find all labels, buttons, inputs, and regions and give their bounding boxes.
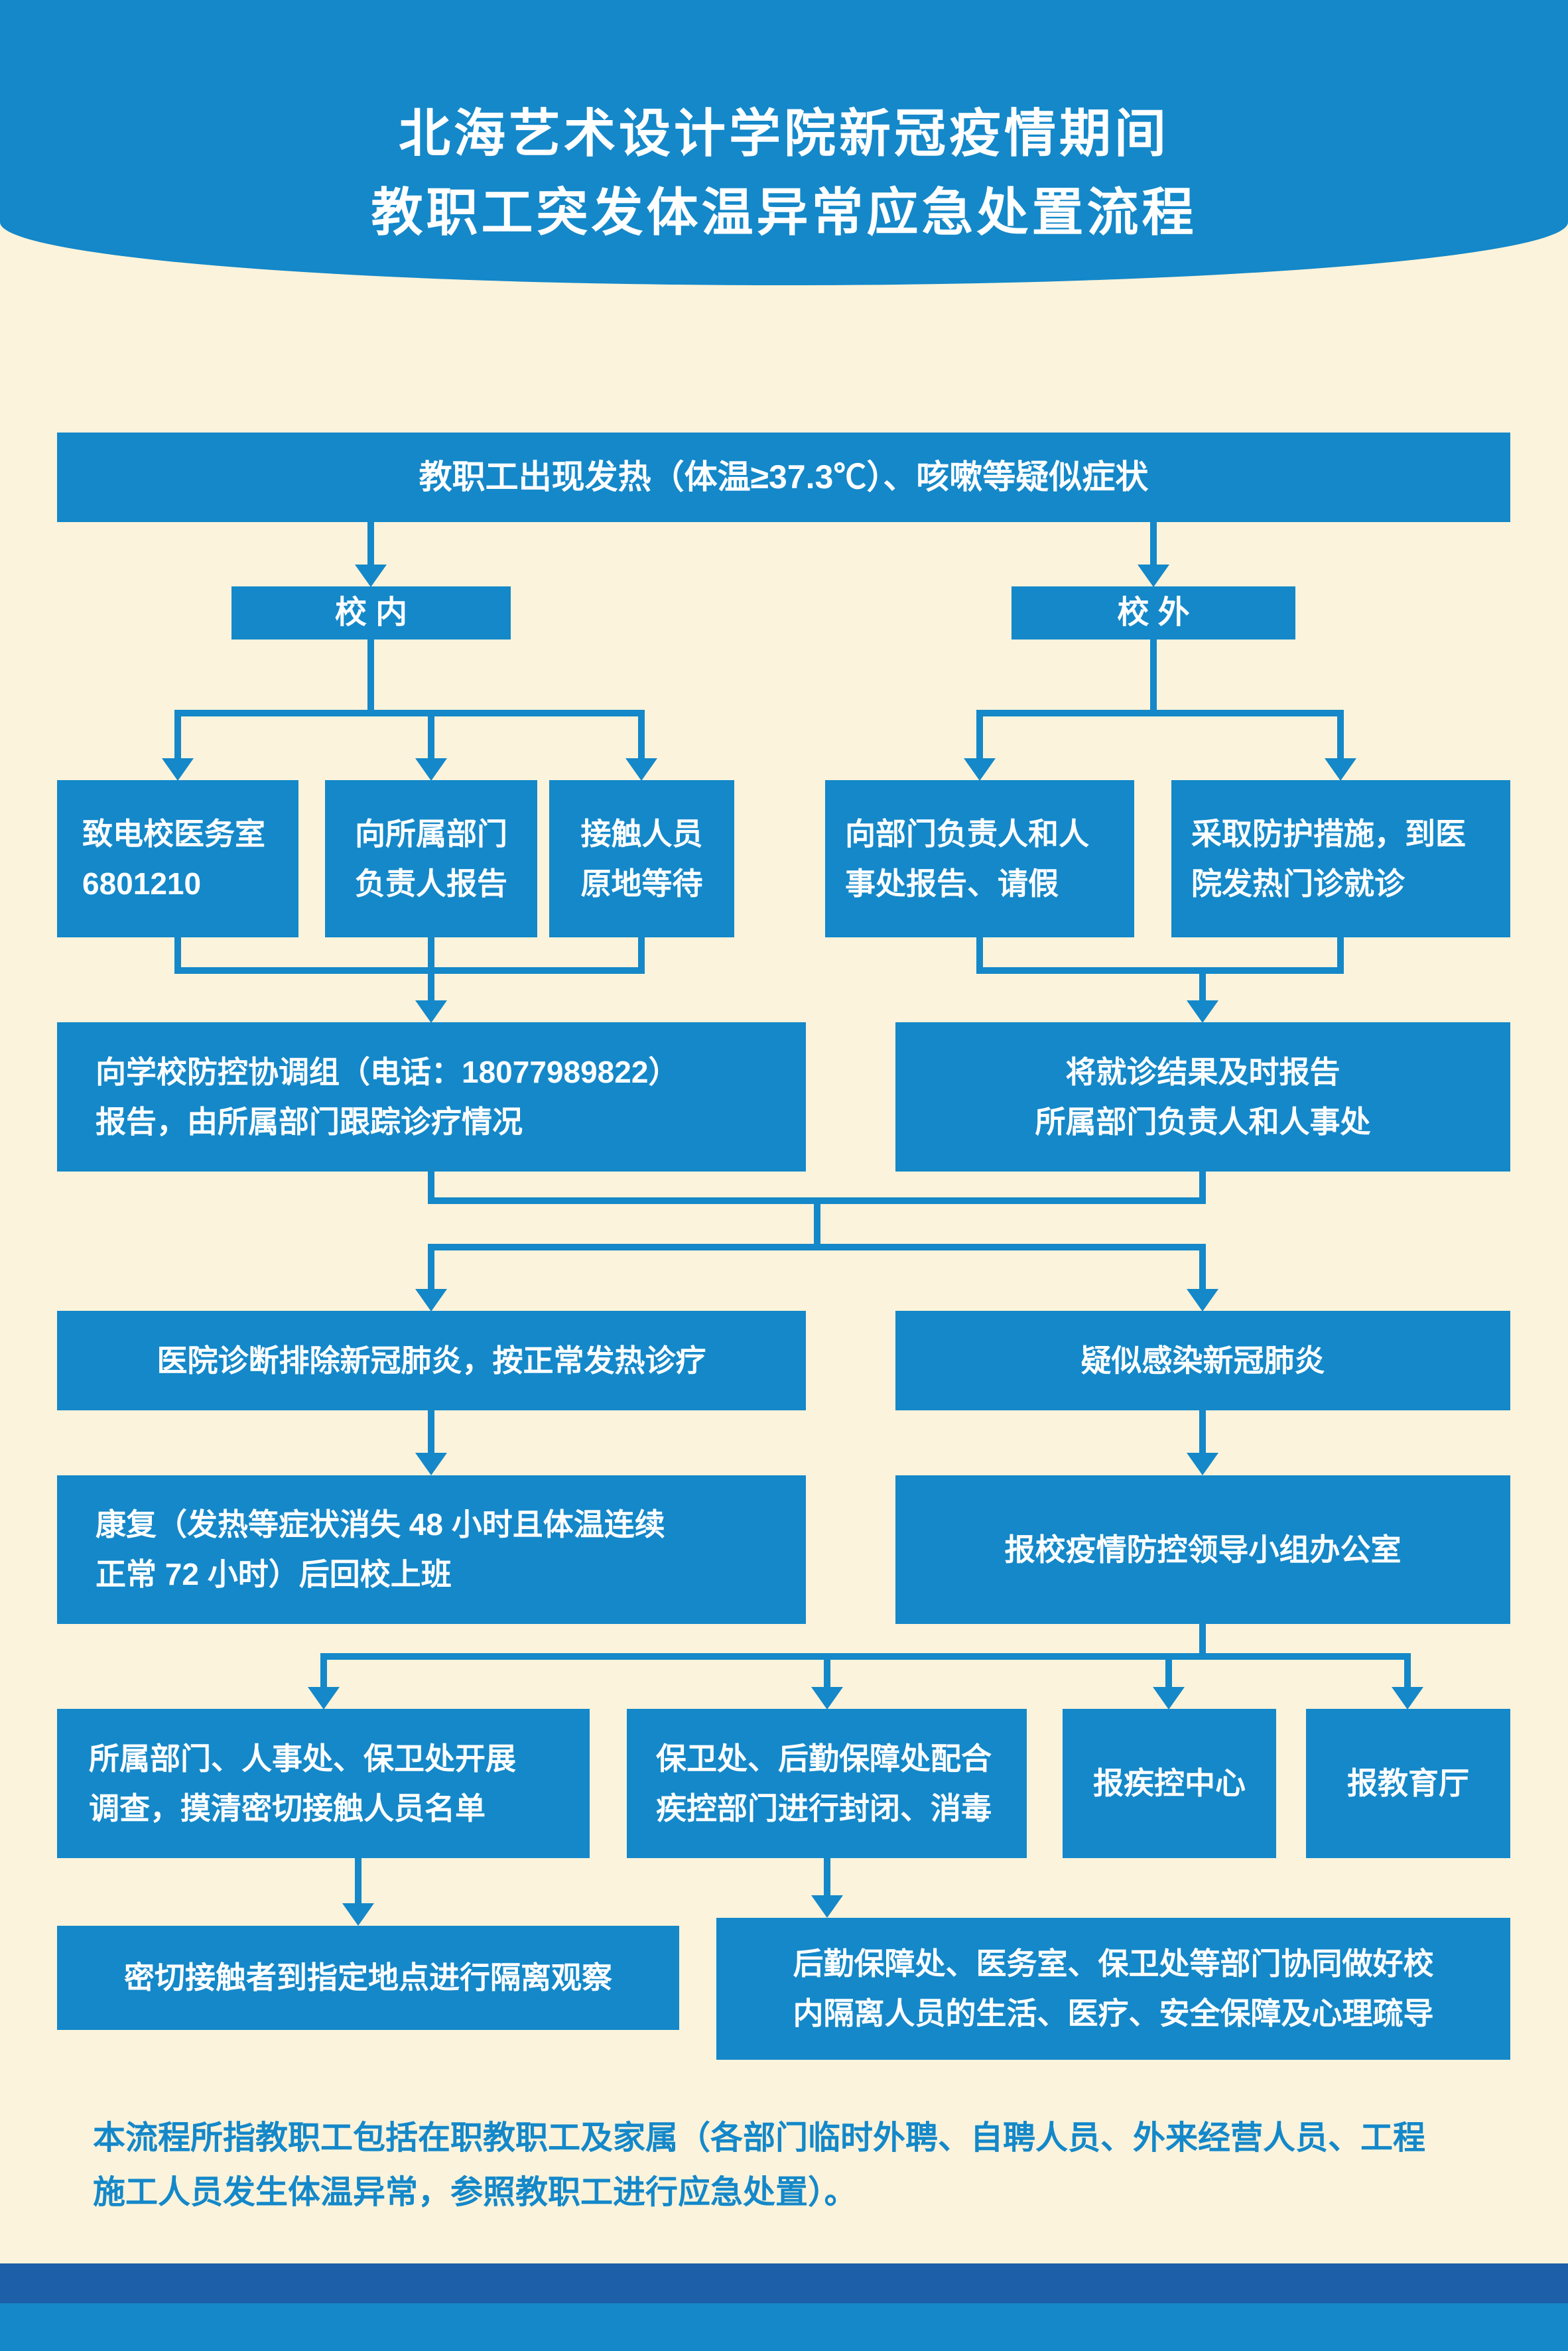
flow-line <box>1199 1172 1206 1204</box>
flow-node-contacts-wait: 接触人员 原地等待 <box>549 780 734 937</box>
page-title-line1: 北海艺术设计学院新冠疫情期间 <box>398 104 1169 163</box>
arrow-down-icon <box>1153 1687 1185 1710</box>
flow-line <box>428 710 434 760</box>
flow-line <box>428 967 434 1002</box>
flow-line <box>638 937 645 974</box>
arrow-down-icon <box>1325 758 1356 781</box>
flow-line <box>1337 710 1344 760</box>
flow-line <box>174 710 645 716</box>
flow-line <box>824 1653 830 1690</box>
flow-line <box>428 1172 434 1204</box>
flow-node-support: 后勤保障处、医务室、保卫处等部门协同做好校 内隔离人员的生活、医疗、安全保障及心… <box>716 1918 1510 2060</box>
arrow-down-icon <box>1187 1453 1218 1475</box>
arrow-down-icon <box>811 1895 843 1918</box>
arrow-down-icon <box>415 1453 447 1475</box>
flow-line <box>814 1197 820 1250</box>
flow-line <box>638 710 645 760</box>
flow-line <box>355 1858 361 1906</box>
arrow-down-icon <box>415 1000 447 1023</box>
flow-line <box>428 937 434 974</box>
flow-line <box>174 710 181 760</box>
flow-node-quarantine: 密切接触者到指定地点进行隔离观察 <box>57 1926 679 2030</box>
flow-node-report-leading-group: 报校疫情防控领导小组办公室 <box>895 1475 1510 1624</box>
flow-node-seal-disinfect: 保卫处、后勤保障处配合 疾控部门进行封闭、消毒 <box>627 1709 1027 1858</box>
flow-line <box>320 1653 1411 1660</box>
flow-line <box>976 710 1344 716</box>
flow-node-report-coordination: 向学校防控协调组（电话：18077989822） 报告，由所属部门跟踪诊疗情况 <box>57 1022 806 1172</box>
flow-line <box>367 639 374 713</box>
footer-note: 本流程所指教职工包括在职教职工及家属（各部门临时外聘、自聘人员、外来经营人员、工… <box>93 2120 1426 2211</box>
arrow-down-icon <box>415 758 447 781</box>
flow-node-off-campus: 校 外 <box>1012 586 1295 639</box>
flow-line <box>976 710 983 760</box>
flow-node-report-cdc: 报疾控中心 <box>1063 1709 1276 1858</box>
flow-line <box>1199 1410 1206 1455</box>
arrow-down-icon <box>625 758 657 781</box>
flow-line <box>1150 522 1157 567</box>
flow-line <box>976 967 1344 974</box>
flow-line <box>428 1244 1206 1250</box>
arrow-down-icon <box>1392 1687 1423 1710</box>
flow-line <box>1404 1653 1411 1690</box>
flow-line <box>1150 639 1157 713</box>
arrow-down-icon <box>1187 1000 1218 1023</box>
flow-node-report-hr-leave: 向部门负责人和人 事处报告、请假 <box>825 780 1134 937</box>
flow-line <box>174 967 645 974</box>
page-title: 北海艺术设计学院新冠疫情期间 教职工突发体温异常应急处置流程 <box>0 94 1568 251</box>
flow-line <box>1199 1244 1206 1292</box>
footer-bar-light <box>0 2303 1568 2351</box>
arrow-down-icon <box>964 758 996 781</box>
header-banner <box>0 0 1568 285</box>
arrow-down-icon <box>1187 1289 1218 1311</box>
flow-node-symptom: 教职工出现发热（体温≥37.3℃）、咳嗽等疑似症状 <box>57 433 1510 522</box>
flow-line <box>1337 937 1344 974</box>
flow-line <box>428 1244 434 1292</box>
flow-node-excluded: 医院诊断排除新冠肺炎，按正常发热诊疗 <box>57 1311 806 1410</box>
flow-node-report-results: 将就诊结果及时报告 所属部门负责人和人事处 <box>895 1022 1510 1172</box>
flow-line <box>367 522 374 567</box>
flow-line <box>976 937 983 974</box>
flow-node-protect-hospital: 采取防护措施，到医 院发热门诊就诊 <box>1171 780 1510 937</box>
flow-node-report-dept-leader: 向所属部门 负责人报告 <box>325 780 537 937</box>
arrow-down-icon <box>811 1687 843 1710</box>
flow-line <box>1199 967 1206 1002</box>
arrow-down-icon <box>308 1687 340 1710</box>
flow-node-suspected: 疑似感染新冠肺炎 <box>895 1311 1510 1410</box>
page-title-line2: 教职工突发体温异常应急处置流程 <box>371 182 1197 241</box>
flow-line <box>428 1410 434 1455</box>
flow-node-on-campus: 校 内 <box>231 586 511 639</box>
arrow-down-icon <box>1138 565 1169 587</box>
arrow-down-icon <box>355 565 387 587</box>
flow-line <box>824 1858 830 1898</box>
flow-line <box>1165 1653 1172 1690</box>
arrow-down-icon <box>162 758 194 781</box>
flow-node-investigate: 所属部门、人事处、保卫处开展 调查，摸清密切接触人员名单 <box>57 1709 590 1858</box>
arrow-down-icon <box>415 1289 447 1311</box>
footer-bar-dark <box>0 2263 1568 2303</box>
flow-line <box>1199 1624 1206 1660</box>
arrow-down-icon <box>342 1903 374 1926</box>
flow-node-call-clinic: 致电校医务室 6801210 <box>57 780 298 937</box>
flow-node-recovery: 康复（发热等症状消失 48 小时且体温连续 正常 72 小时）后回校上班 <box>57 1475 806 1624</box>
flow-node-report-edu: 报教育厅 <box>1306 1709 1510 1858</box>
flow-line <box>174 937 181 974</box>
flow-line <box>320 1653 327 1690</box>
